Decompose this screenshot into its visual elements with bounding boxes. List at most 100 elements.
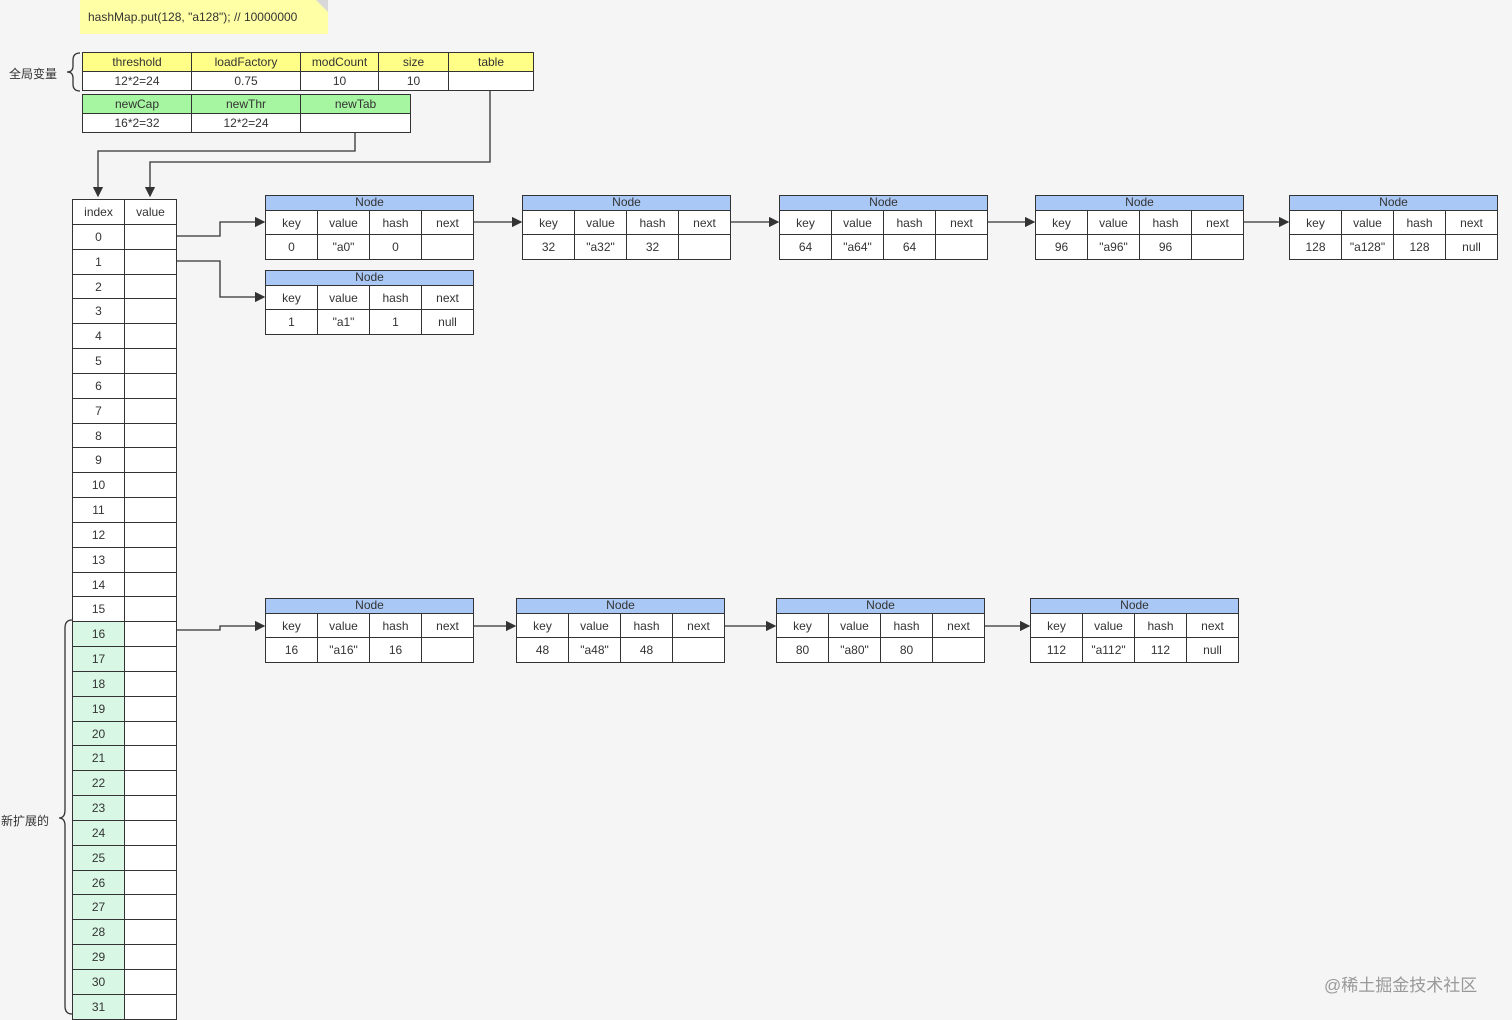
node-field-value: 1 (265, 309, 318, 335)
table-row-value (124, 348, 177, 375)
table-row-value (124, 869, 177, 896)
watermark: @稀土掘金技术社区 (1324, 976, 1478, 995)
table-row-index: 15 (72, 596, 125, 623)
table-row-index: 16 (72, 621, 125, 648)
node-field-label: key (522, 210, 575, 235)
node-field-value: 96 (1035, 234, 1088, 260)
node-field-label: key (265, 285, 318, 310)
global-vars-label: 全局变量 (9, 67, 58, 81)
node-field-label: value (317, 210, 370, 235)
node-field-label: value (828, 613, 881, 638)
node-field-value: "a112" (1082, 637, 1135, 663)
global-header-cell: threshold (82, 52, 192, 72)
code-note: hashMap.put(128, "a128"); // 10000000 (80, 0, 328, 34)
node-field-value: "a128" (1341, 234, 1394, 260)
brace-global (66, 52, 81, 92)
table-row-value (124, 546, 177, 573)
node-field-value: null (1445, 234, 1498, 260)
node-field-value: 0 (369, 234, 422, 260)
table-row-value (124, 422, 177, 449)
table-row-index: 0 (72, 224, 125, 250)
node-field-label: next (1191, 210, 1244, 235)
global-value-cell: 10 (378, 71, 449, 91)
local-value-cell: 16*2=32 (82, 113, 192, 133)
local-value-cell (300, 113, 411, 133)
wire-row16 (176, 620, 266, 632)
node-field-label: value (831, 210, 884, 235)
table-row-index: 26 (72, 869, 125, 896)
node-field-value: 96 (1139, 234, 1192, 260)
table-row-index: 30 (72, 968, 125, 995)
node-field-label: next (1445, 210, 1498, 235)
node-field-value: "a64" (831, 234, 884, 260)
node-field-value (1191, 234, 1244, 260)
table-row-value (124, 695, 177, 722)
table-row-value (124, 770, 177, 797)
node-field-value: 112 (1134, 637, 1187, 663)
node-field-value: null (1186, 637, 1239, 663)
node-field-value: 48 (620, 637, 673, 663)
local-value-cell: 12*2=24 (191, 113, 301, 133)
table-row-index: 27 (72, 894, 125, 921)
node-field-value (672, 637, 725, 663)
node-field-value (421, 637, 474, 663)
wire-row1 (176, 260, 266, 303)
node-field-value: 80 (776, 637, 829, 663)
node-field-label: hash (369, 285, 422, 310)
node-field-label: hash (626, 210, 679, 235)
wire-table-to-value (144, 91, 491, 198)
node-field-label: next (672, 613, 725, 638)
node-field-value: "a48" (568, 637, 621, 663)
node-field-value: "a32" (574, 234, 627, 260)
node-field-value: 0 (265, 234, 318, 260)
node-field-label: hash (369, 210, 422, 235)
node-field-value: 16 (265, 637, 318, 663)
node-field-value: "a1" (317, 309, 370, 335)
table-row-value (124, 621, 177, 648)
table-row-value (124, 472, 177, 499)
table-row-index: 8 (72, 422, 125, 449)
node-field-value (421, 234, 474, 260)
node-field-value (678, 234, 731, 260)
node-field-label: value (1341, 210, 1394, 235)
node-field-label: key (776, 613, 829, 638)
global-value-cell: 0.75 (191, 71, 301, 91)
node-field-label: key (779, 210, 832, 235)
node-field-label: value (1082, 613, 1135, 638)
table-row-value (124, 447, 177, 474)
node-field-value: "a0" (317, 234, 370, 260)
node-field-value: "a16" (317, 637, 370, 663)
table-row-index: 1 (72, 248, 125, 275)
node-field-label: next (678, 210, 731, 235)
table-row-index: 24 (72, 819, 125, 846)
node-field-value: 32 (522, 234, 575, 260)
node-field-label: next (421, 613, 474, 638)
global-value-cell (448, 71, 534, 91)
table-row-index: 12 (72, 521, 125, 548)
table-row-index: 17 (72, 646, 125, 673)
table-row-value (124, 497, 177, 524)
node-field-label: key (516, 613, 569, 638)
brace-expanded (58, 619, 73, 1015)
node-field-label: key (265, 210, 318, 235)
node-title: Node (776, 598, 985, 614)
node-field-value: "a96" (1087, 234, 1140, 260)
node-field-value: 16 (369, 637, 422, 663)
table-row-value (124, 844, 177, 871)
node-field-label: key (1035, 210, 1088, 235)
table-row-index: 23 (72, 795, 125, 822)
table-row-index: 6 (72, 372, 125, 399)
node-field-value: 64 (779, 234, 832, 260)
node-field-value (932, 637, 985, 663)
node-field-value: 128 (1393, 234, 1446, 260)
node-title: Node (516, 598, 725, 614)
expanded-label: 新扩展的 (1, 814, 50, 828)
table-row-index: 21 (72, 745, 125, 772)
node-field-value (935, 234, 988, 260)
node-field-value: 64 (883, 234, 936, 260)
node-field-label: next (932, 613, 985, 638)
node-field-value: 1 (369, 309, 422, 335)
node-title: Node (265, 598, 474, 614)
table-row-value (124, 372, 177, 399)
